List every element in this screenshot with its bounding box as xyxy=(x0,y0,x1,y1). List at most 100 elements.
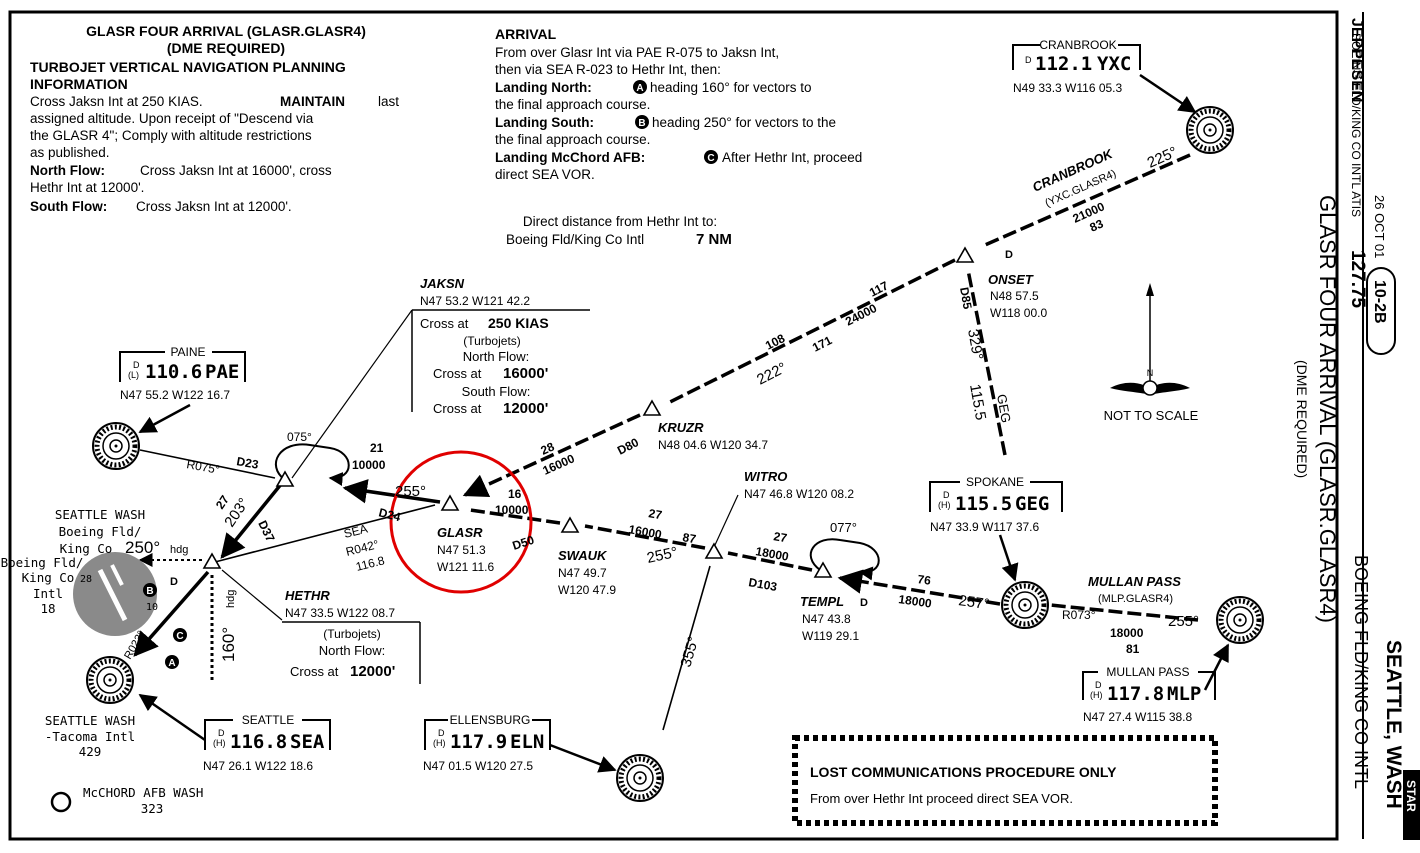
seattle-vor-icon xyxy=(87,657,133,703)
navaid-class: (H) xyxy=(1090,690,1103,700)
navaid-class: (L) xyxy=(128,370,139,380)
fix-restriction-text: North Flow: xyxy=(319,643,385,658)
leader-seattle xyxy=(138,693,206,742)
swauk-fix-label: SWAUK N47 49.7 W120 47.9 xyxy=(558,548,616,597)
brand-logo: JEPPESEN xyxy=(1348,18,1365,102)
south-flow-text: Cross Jaksn Int at 12000'. xyxy=(136,199,292,214)
witro-fix-icon xyxy=(704,542,724,559)
marker-b-icon xyxy=(635,115,649,129)
marker-c-map-icon xyxy=(173,628,187,642)
star-tab xyxy=(1403,770,1420,840)
vnav-text: the GLASR 4"; Comply with altitude restr… xyxy=(30,128,312,143)
fix-name: SWAUK xyxy=(558,548,608,563)
north-flow-label: North Flow: xyxy=(30,163,105,178)
jaksn-holding-pattern xyxy=(274,443,350,486)
runway-icon xyxy=(97,568,128,622)
fix-coords: N47 43.8 xyxy=(802,612,851,626)
fix-restriction-text: North Flow: xyxy=(463,349,529,364)
route-mea: 16000 xyxy=(627,522,663,542)
sea-radial-freq: 116.8 xyxy=(354,553,386,574)
dme-required-note: (DME REQUIRED) xyxy=(167,40,285,56)
navaid-coords: N47 55.2 W122 16.7 xyxy=(120,388,230,402)
lost-comm-title: LOST COMMUNICATIONS PROCEDURE ONLY xyxy=(810,764,1117,780)
north-flow-text-2: Hethr Int at 12000'. xyxy=(30,180,144,195)
chart-id-badge xyxy=(1366,267,1396,355)
navaid-ident: SEA xyxy=(290,731,325,753)
mullan-transition-id: (MLP.GLASR4) xyxy=(1098,593,1173,605)
chart-frame xyxy=(8,10,1339,841)
onset-fix-label: ONSET N48 57.5 W118 00.0 D85 D xyxy=(957,249,1047,320)
jaksn-fix-label: JAKSN N47 53.2 W121 42.2 Cross at 250 KI… xyxy=(411,276,590,417)
navaid-class: (H) xyxy=(433,738,446,748)
hethr-alt: 12000' xyxy=(350,663,395,680)
geg-radial-ident: GEG xyxy=(994,393,1014,424)
fix-name: TEMPL xyxy=(800,594,844,609)
navaid-ident: GEG xyxy=(1015,493,1049,515)
star-tab-label: STAR xyxy=(1404,780,1418,812)
heading-north: 160° xyxy=(219,627,238,662)
route-mea: 10000 xyxy=(352,458,386,472)
hethr-fix-label: HETHR N47 33.5 W122 08.7 (Turbojets) Nor… xyxy=(282,588,421,684)
navaid-dme-flag: D xyxy=(1025,55,1032,65)
jaksn-hold-course: 075° xyxy=(287,430,312,444)
arrival-text: From over Glasr Int via PAE R-075 to Jak… xyxy=(495,45,779,60)
chart-date: 26 OCT 01 xyxy=(1372,195,1387,258)
fix-coords: N47 51.3 xyxy=(437,543,486,557)
heading-north-hdg: hdg xyxy=(225,590,237,608)
fix-name: GLASR xyxy=(437,525,483,540)
navaid-name: ELLENSBURG xyxy=(450,713,531,727)
route-mea: 18000 xyxy=(1110,626,1144,640)
fix-coords: W118 00.0 xyxy=(990,306,1047,320)
mullan-vor-icon xyxy=(1217,597,1263,643)
ellensburg-navaid-box: ELLENSBURG D (H) 117.9 ELN N47 01.5 W120… xyxy=(423,713,551,773)
marker-c-map-letter: C xyxy=(176,631,183,642)
route-course: 329° xyxy=(964,328,986,362)
jaksn-alt-north: 16000' xyxy=(503,365,548,382)
arrival-heading: ARRIVAL xyxy=(495,26,557,42)
mcchord-elevation: 323 xyxy=(141,801,164,816)
route-spokane-templ xyxy=(837,569,1001,606)
navaid-name: PAINE xyxy=(170,345,205,359)
route-distance: 81 xyxy=(1126,642,1140,656)
route-ellensburg-witro xyxy=(662,565,711,731)
fix-restriction-text: Cross at xyxy=(420,316,469,331)
fix-coords: W121 11.6 xyxy=(437,560,494,574)
atis-freq: 127.75 xyxy=(1347,250,1368,309)
route-mea: 18000 xyxy=(898,592,933,611)
north-flow-text: Cross Jaksn Int at 16000', cross xyxy=(140,163,332,178)
mullan-radial: R073° xyxy=(1062,608,1096,622)
navaid-freq: 117.9 xyxy=(450,731,507,753)
navaid-freq: 116.8 xyxy=(230,731,287,753)
airport-label: Boeing Fld/ xyxy=(59,524,142,539)
chart-id: 10-2B xyxy=(1371,280,1388,324)
pae-radial: R075° xyxy=(185,457,221,477)
airport-labels: SEATTLE WASH Boeing Fld/ King Co Boeing … xyxy=(1,507,204,816)
lost-comm-box: LOST COMMUNICATIONS PROCEDURE ONLY From … xyxy=(792,735,1218,826)
south-flow-label: South Flow: xyxy=(30,199,107,214)
route-distance: 117 xyxy=(867,278,891,299)
navaid-ident: ELN xyxy=(510,731,544,753)
cranbrook-navaid-box: CRANBROOK D 112.1 YXC N49 33.3 W116 05.3 xyxy=(1012,38,1141,95)
fix-restriction-text: Cross at xyxy=(290,664,339,679)
navaid-name: MULLAN PASS xyxy=(1106,665,1189,679)
leader-mullan xyxy=(1203,643,1230,691)
navaid-freq: 110.6 xyxy=(145,361,202,383)
navaid-dme-flag: D xyxy=(438,728,445,738)
vnav-text: Cross Jaksn Int at 250 KIAS. xyxy=(30,94,203,109)
ellensburg-vor-icon xyxy=(617,755,663,801)
navaid-coords: N47 26.1 W122 18.6 xyxy=(203,759,313,773)
route-mra: 171 xyxy=(810,333,834,355)
navaid-dme-flag: D xyxy=(133,360,140,370)
mcchord-label: McCHORD AFB WASH xyxy=(83,785,203,800)
airport-label: King Co xyxy=(22,570,75,585)
airport-label: Intl xyxy=(33,586,63,601)
north-arrow: N NOT TO SCALE xyxy=(1104,283,1199,423)
navaid-ident: MLP xyxy=(1167,683,1201,705)
fix-name: KRUZR xyxy=(658,420,704,435)
glasr-highlight-circle xyxy=(389,450,533,594)
fix-coords: N48 04.6 W120 34.7 xyxy=(658,438,768,452)
arrival-description: ARRIVAL From over Glasr Int via PAE R-07… xyxy=(495,26,862,248)
route-mea: 10000 xyxy=(495,503,529,517)
route-course: 257° xyxy=(957,592,990,613)
landing-mcchord-text: After Hethr Int, proceed xyxy=(722,150,862,165)
